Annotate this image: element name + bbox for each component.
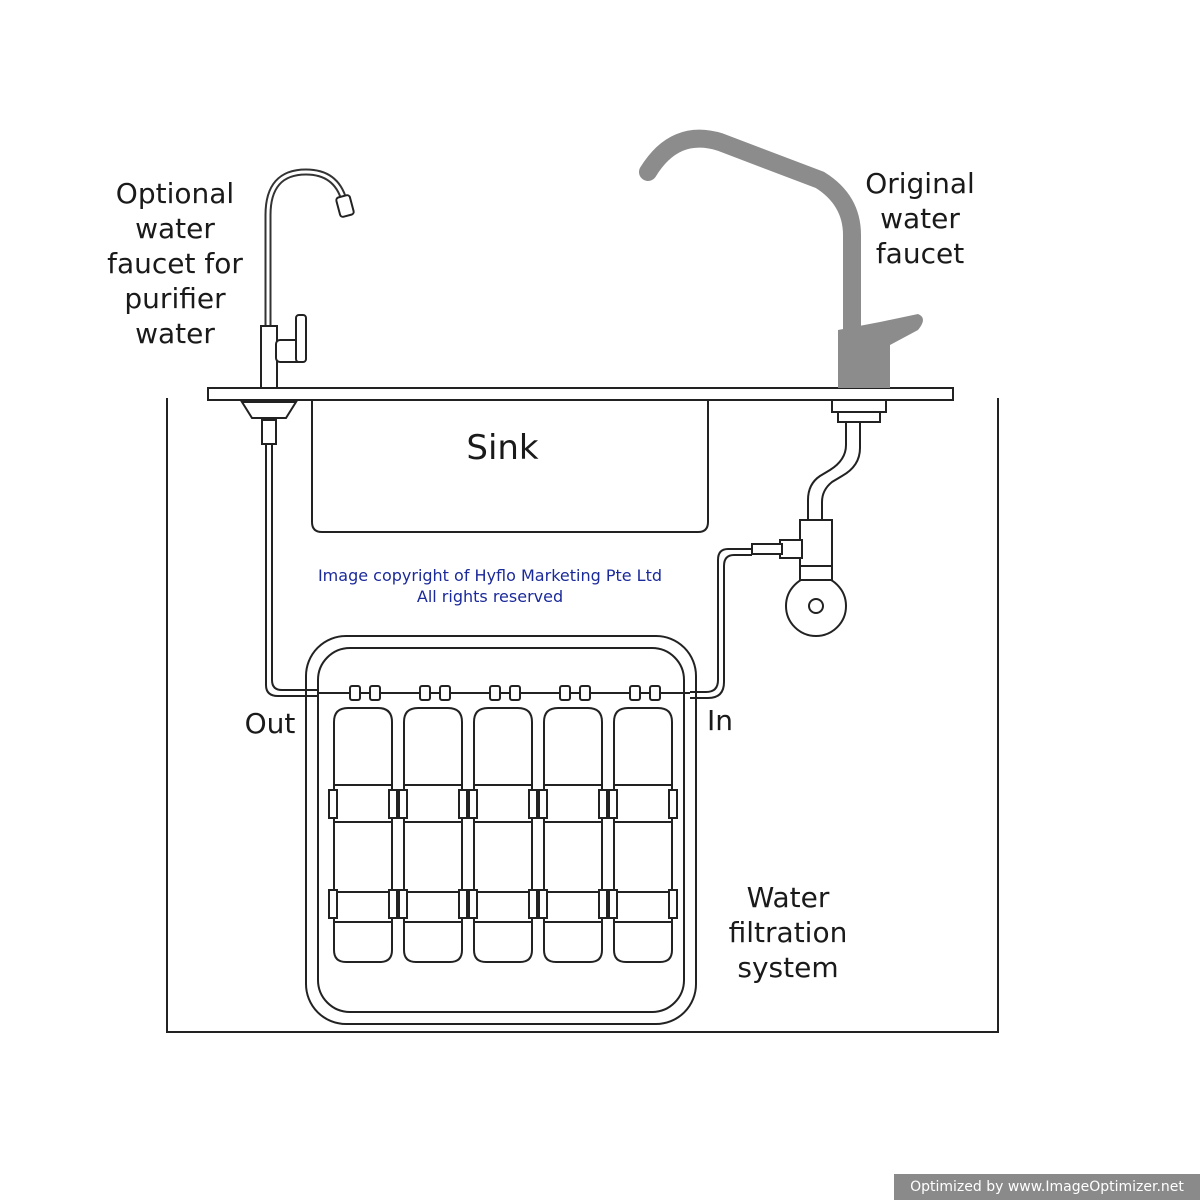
copyright-line: All rights reserved (416, 587, 564, 606)
filtration-frame-inner (317, 647, 685, 1013)
optional-faucet-label: Optional water faucet for purifier water (100, 176, 250, 351)
filter-connector (509, 685, 521, 701)
filter-clamp (668, 889, 678, 919)
original-faucet-label: Original water faucet (850, 166, 990, 271)
filter-cartridge-1 (333, 707, 393, 963)
original-faucet (639, 129, 923, 423)
original-faucet-label-line: Original (865, 167, 975, 200)
copyright-notice: Image copyright of Hyflo Marketing Pte L… (290, 565, 690, 607)
filter-clamp (608, 789, 618, 819)
filtration-label-line: Water (746, 881, 830, 914)
original-faucet-label-line: faucet (875, 237, 965, 270)
filter-clamp (598, 889, 608, 919)
filter-clamp (458, 889, 468, 919)
filter-cartridge-3 (473, 707, 533, 963)
sink-basin (311, 401, 709, 533)
filter-clamp (668, 789, 678, 819)
filter-clamp (528, 789, 538, 819)
in-label: In (706, 704, 733, 737)
filter-cartridge-4 (543, 707, 603, 963)
filter-cartridge-2 (403, 707, 463, 963)
filter-cartridge-5 (613, 707, 673, 963)
original-faucet-spout (639, 129, 861, 381)
optional-faucet-label-line: water (135, 317, 215, 350)
filter-clamp (598, 789, 608, 819)
optional-faucet-label-line: purifier (124, 282, 226, 315)
filter-clamp (608, 889, 618, 919)
inlet-tube (690, 548, 752, 693)
filter-clamp (398, 889, 408, 919)
filtration-label-line: system (737, 951, 839, 984)
optional-faucet (240, 168, 355, 445)
original-faucet-body (838, 314, 923, 388)
optional-faucet-connector (261, 419, 277, 445)
filter-clamp (468, 789, 478, 819)
countertop (207, 387, 954, 401)
filter-connector (649, 685, 661, 701)
filter-clamp (538, 789, 548, 819)
filter-connector (439, 685, 451, 701)
optimizer-credit: Optimized by www.ImageOptimizer.net (894, 1174, 1200, 1200)
filter-clamp (388, 889, 398, 919)
optional-faucet-lever (295, 314, 307, 363)
filter-connector (489, 685, 501, 701)
optional-faucet-label-line: water (135, 212, 215, 245)
filter-connector (629, 685, 641, 701)
filter-clamp (328, 889, 338, 919)
cabinet-outline (166, 398, 999, 1033)
filter-clamp (458, 789, 468, 819)
optional-faucet-body (260, 325, 278, 389)
filter-clamp (398, 789, 408, 819)
filter-clamp (528, 889, 538, 919)
sink-label: Sink (466, 428, 539, 468)
optional-faucet-tip (335, 194, 355, 218)
optional-faucet-spout (264, 168, 348, 332)
optional-faucet-mount (240, 401, 298, 419)
filter-connector (579, 685, 591, 701)
out-label: Out (244, 707, 296, 740)
filter-connector (349, 685, 361, 701)
optional-faucet-label-line: Optional (115, 177, 235, 210)
filter-clamp (538, 889, 548, 919)
filter-connector (419, 685, 431, 701)
filtration-frame-outer (305, 635, 697, 1025)
copyright-line: Image copyright of Hyflo Marketing Pte L… (317, 566, 663, 585)
filter-clamp (328, 789, 338, 819)
filter-connector (369, 685, 381, 701)
filtration-system-label: Water filtration system (718, 880, 858, 985)
filter-connector (559, 685, 571, 701)
outlet-tube (265, 444, 318, 697)
optional-faucet-label-line: faucet for (107, 247, 243, 280)
original-faucet-label-line: water (880, 202, 960, 235)
original-faucet-mount (831, 399, 887, 413)
t-valve-body (799, 519, 833, 571)
filter-clamp (468, 889, 478, 919)
supply-pipe (807, 422, 847, 520)
filter-cartridges (328, 685, 678, 963)
t-valve-assembly (751, 422, 861, 637)
filter-clamp (388, 789, 398, 819)
filtration-label-line: filtration (728, 916, 848, 949)
